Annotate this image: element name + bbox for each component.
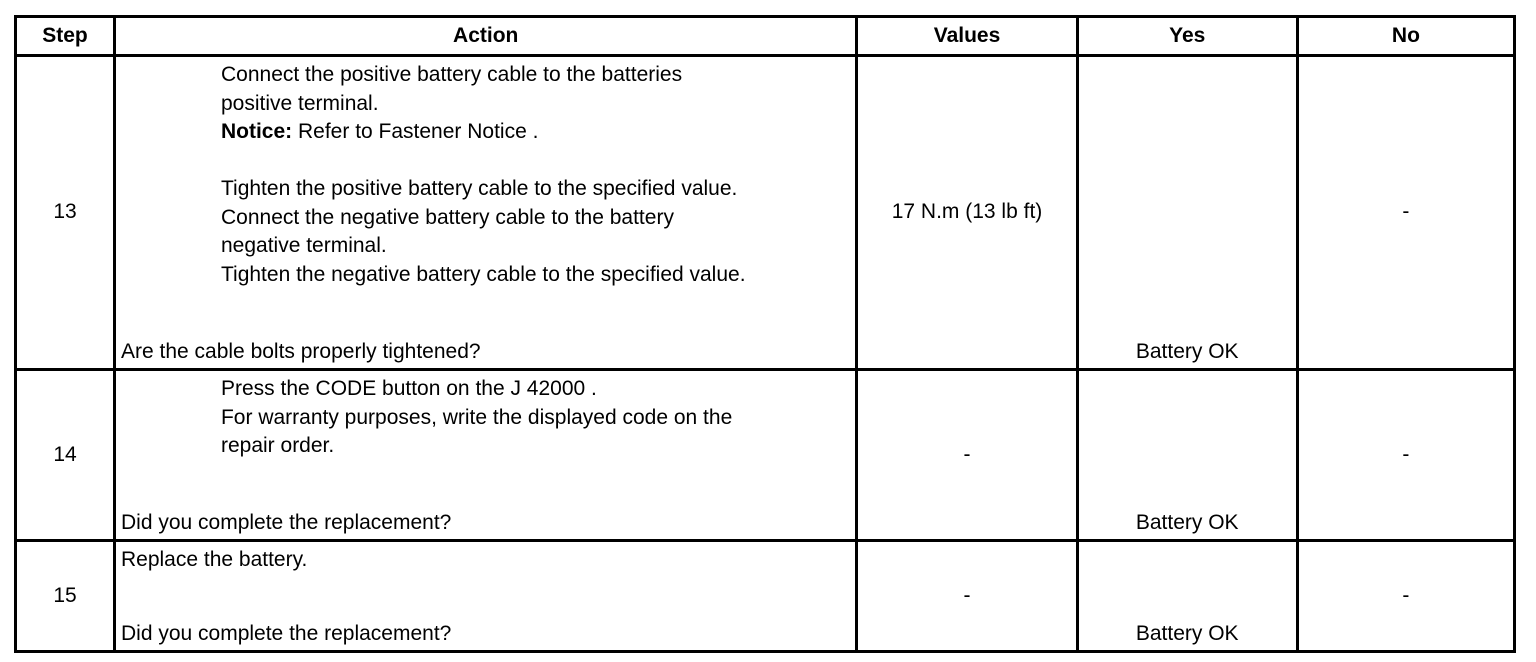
action-instructions: Connect the positive battery cable to th… <box>121 61 851 289</box>
values-cell: 17 N.m (13 lb ft) <box>855 54 1079 371</box>
action-line: positive terminal. <box>220 91 379 115</box>
action-cell: Connect the positive battery cable to th… <box>112 54 859 371</box>
action-instructions: Replace the battery. <box>121 546 851 575</box>
table-row: 14 Press the CODE button on the J 42000 … <box>14 368 1517 542</box>
values-cell: - <box>855 539 1079 653</box>
values-cell: - <box>855 368 1079 542</box>
diagnostic-table: Step Action Values Yes No 13 Connect the… <box>14 15 1517 653</box>
action-line: negative terminal. <box>220 234 387 257</box>
table-row: 15 Replace the battery. Did you complete… <box>14 539 1517 653</box>
action-question: Are the cable bolts properly tightened? <box>120 339 481 363</box>
notice-line: Notice: Refer to Fastener Notice . <box>221 118 851 147</box>
action-line: Tighten the positive battery cable to th… <box>220 177 738 200</box>
spacer <box>221 147 851 176</box>
header-values: Values <box>855 15 1079 57</box>
yes-cell: Battery OK <box>1075 368 1299 542</box>
action-line: Connect the negative battery cable to th… <box>220 205 674 229</box>
action-line: Connect the positive battery cable to th… <box>220 63 683 86</box>
no-cell: - <box>1295 368 1517 542</box>
notice-label: Notice: <box>220 120 293 143</box>
no-cell: - <box>1295 54 1517 371</box>
notice-text: Refer to Fastener Notice . <box>292 120 539 143</box>
action-line: Press the CODE button on the J 42000 . <box>220 377 597 400</box>
action-cell: Press the CODE button on the J 42000 . F… <box>112 368 859 542</box>
yes-cell: Battery OK <box>1075 539 1299 653</box>
header-yes: Yes <box>1075 15 1299 57</box>
header-row: Step Action Values Yes No <box>14 15 1517 57</box>
action-question: Did you complete the replacement? <box>120 510 452 534</box>
no-cell: - <box>1295 539 1517 653</box>
action-cell: Replace the battery. Did you complete th… <box>112 539 859 653</box>
action-line: repair order. <box>220 434 335 457</box>
action-line: Replace the battery. <box>120 548 308 571</box>
table-row: 13 Connect the positive battery cable to… <box>14 54 1517 371</box>
action-line: Tighten the negative battery cable to th… <box>220 262 746 286</box>
header-action: Action <box>112 15 859 57</box>
header-no: No <box>1295 15 1517 57</box>
step-number: 15 <box>14 539 116 653</box>
header-step: Step <box>14 15 116 57</box>
action-question: Did you complete the replacement? <box>120 621 452 645</box>
action-instructions: Press the CODE button on the J 42000 . F… <box>121 375 851 461</box>
step-number: 13 <box>14 54 116 371</box>
yes-cell: Battery OK <box>1075 54 1299 371</box>
action-line: For warranty purposes, write the display… <box>220 405 733 429</box>
step-number: 14 <box>14 368 116 542</box>
